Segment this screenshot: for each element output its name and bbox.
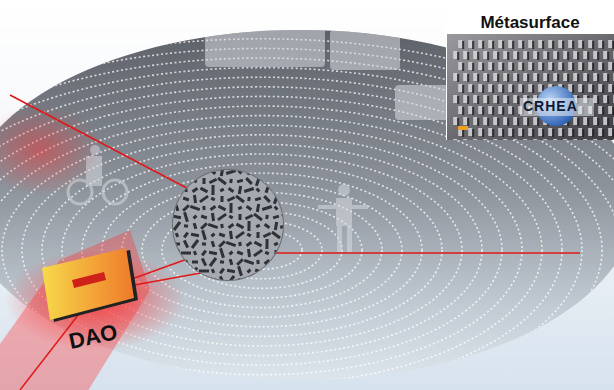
node-heading: Métasurface [446,10,614,33]
logo-text: CRHEA [523,98,578,114]
metasurface-inset: Métasurface [446,10,614,140]
